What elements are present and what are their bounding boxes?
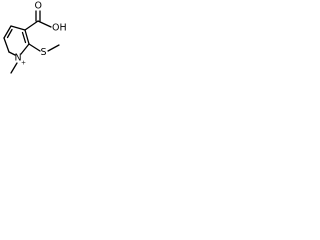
bond-c2-sulfur [28,43,41,52]
ring-bond-n1-c2 [20,43,30,55]
ring-bond-c4-c5 [3,25,12,39]
pyridine-ring [3,25,30,56]
sulfur-label: S [41,47,47,58]
nitrogen-charge-label: + [21,60,26,67]
ring-double-bond-c4-c5 [6,28,13,39]
hydroxyl-label: OH [52,23,67,34]
ring-bond-c3-c4 [10,25,26,31]
ring-double-bond-c2-c3 [21,31,27,44]
bond-carboxyl-carbon-oh [37,20,52,28]
methylthio-group: S [28,43,60,58]
bond-sulfur-methyl [47,44,60,52]
ring-bond-c6-n1 [8,51,16,56]
bond-nitrogen-methyl [10,62,18,74]
carbonyl-oxygen-label: O [35,1,42,12]
n-methyl-group: N + [10,53,26,74]
ring-bond-c5-c6 [3,37,10,53]
ring-bond-c2-c3 [24,29,30,45]
carboxyl-group: O OH [24,1,67,34]
nitrogen-label: N [15,53,22,64]
bond-c3-carboxyl-carbon [24,20,39,31]
chemical-structure: O OH S N + [3,1,67,74]
